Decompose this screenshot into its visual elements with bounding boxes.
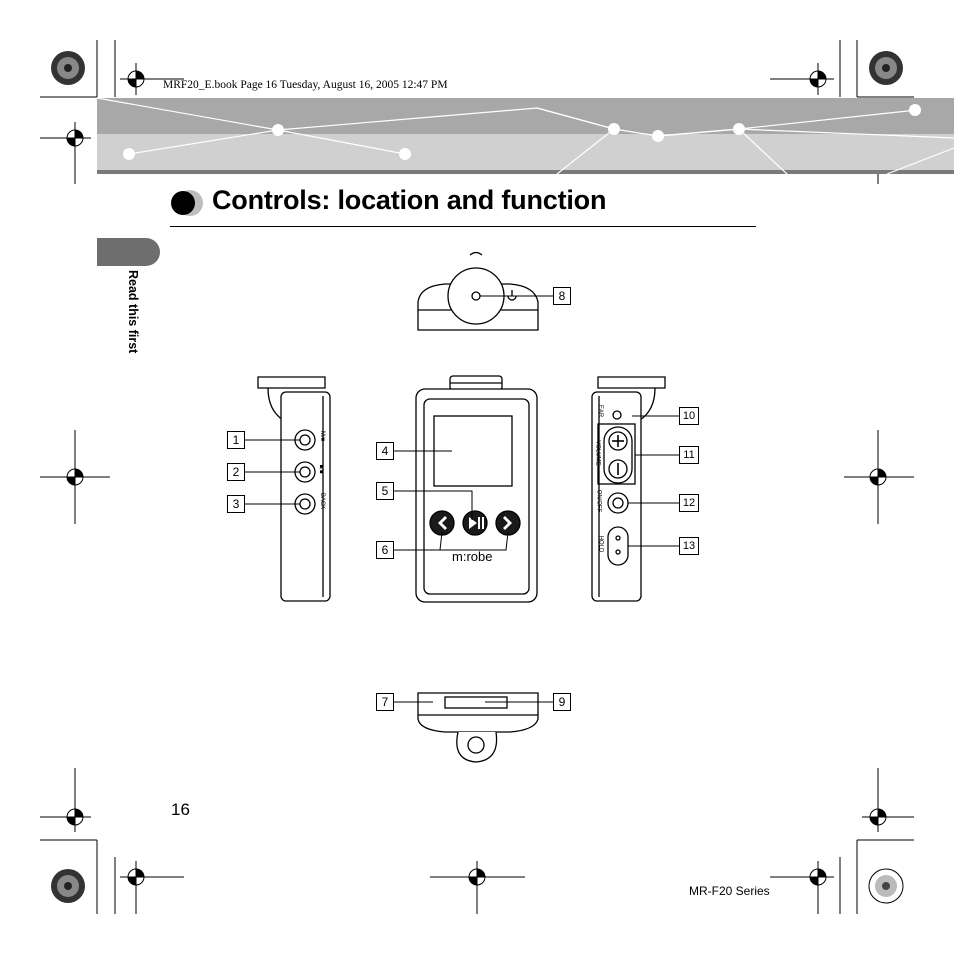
sunburst-mark-tr — [869, 51, 903, 85]
side-label-volume: VOLUME — [594, 440, 601, 466]
series-name: MR-F20 Series — [689, 884, 770, 898]
callout-3: 3 — [227, 495, 245, 513]
left-side-view — [257, 376, 331, 602]
callout-12: 12 — [679, 494, 699, 512]
side-tab-label: Read this first — [126, 270, 140, 354]
side-label-ear: EAR — [597, 404, 604, 418]
callout-13: 13 — [679, 537, 699, 555]
page-number: 16 — [171, 800, 190, 819]
callout-1: 1 — [227, 431, 245, 449]
side-tab — [97, 238, 160, 266]
bullet-icon — [171, 190, 203, 216]
brand-logo: m:robe — [452, 549, 493, 564]
top-view — [417, 251, 539, 331]
sunburst-mark-bl — [51, 869, 85, 903]
front-view — [415, 375, 538, 603]
side-label-mid: ■/■ — [317, 464, 324, 474]
callout-4: 4 — [376, 442, 394, 460]
next-icon — [503, 516, 512, 530]
callout-6: 6 — [376, 541, 394, 559]
bottom-view — [417, 692, 539, 763]
side-label-mode: M/■ — [319, 430, 326, 442]
sunburst-mark-tl — [51, 51, 85, 85]
book-info-header: MRF20_E.book Page 16 Tuesday, August 16,… — [163, 79, 448, 91]
sunburst-mark-br — [868, 868, 904, 904]
play-pause-icon — [469, 517, 484, 529]
callout-8: 8 — [553, 287, 571, 305]
section-title-bar: Controls: location and function — [170, 184, 756, 227]
callout-7: 7 — [376, 693, 394, 711]
callout-9: 9 — [553, 693, 571, 711]
page-title: Controls: location and function — [212, 185, 607, 215]
side-label-hold: HOLD — [597, 535, 604, 553]
callout-10: 10 — [679, 407, 699, 425]
header-banner — [97, 98, 954, 174]
callout-5: 5 — [376, 482, 394, 500]
callout-2: 2 — [227, 463, 245, 481]
side-label-onoff: ON/OFF — [595, 489, 602, 513]
right-side-view — [591, 376, 666, 602]
prev-icon — [438, 516, 447, 530]
side-label-back: BACK — [319, 492, 326, 510]
callout-11: 11 — [679, 446, 699, 464]
